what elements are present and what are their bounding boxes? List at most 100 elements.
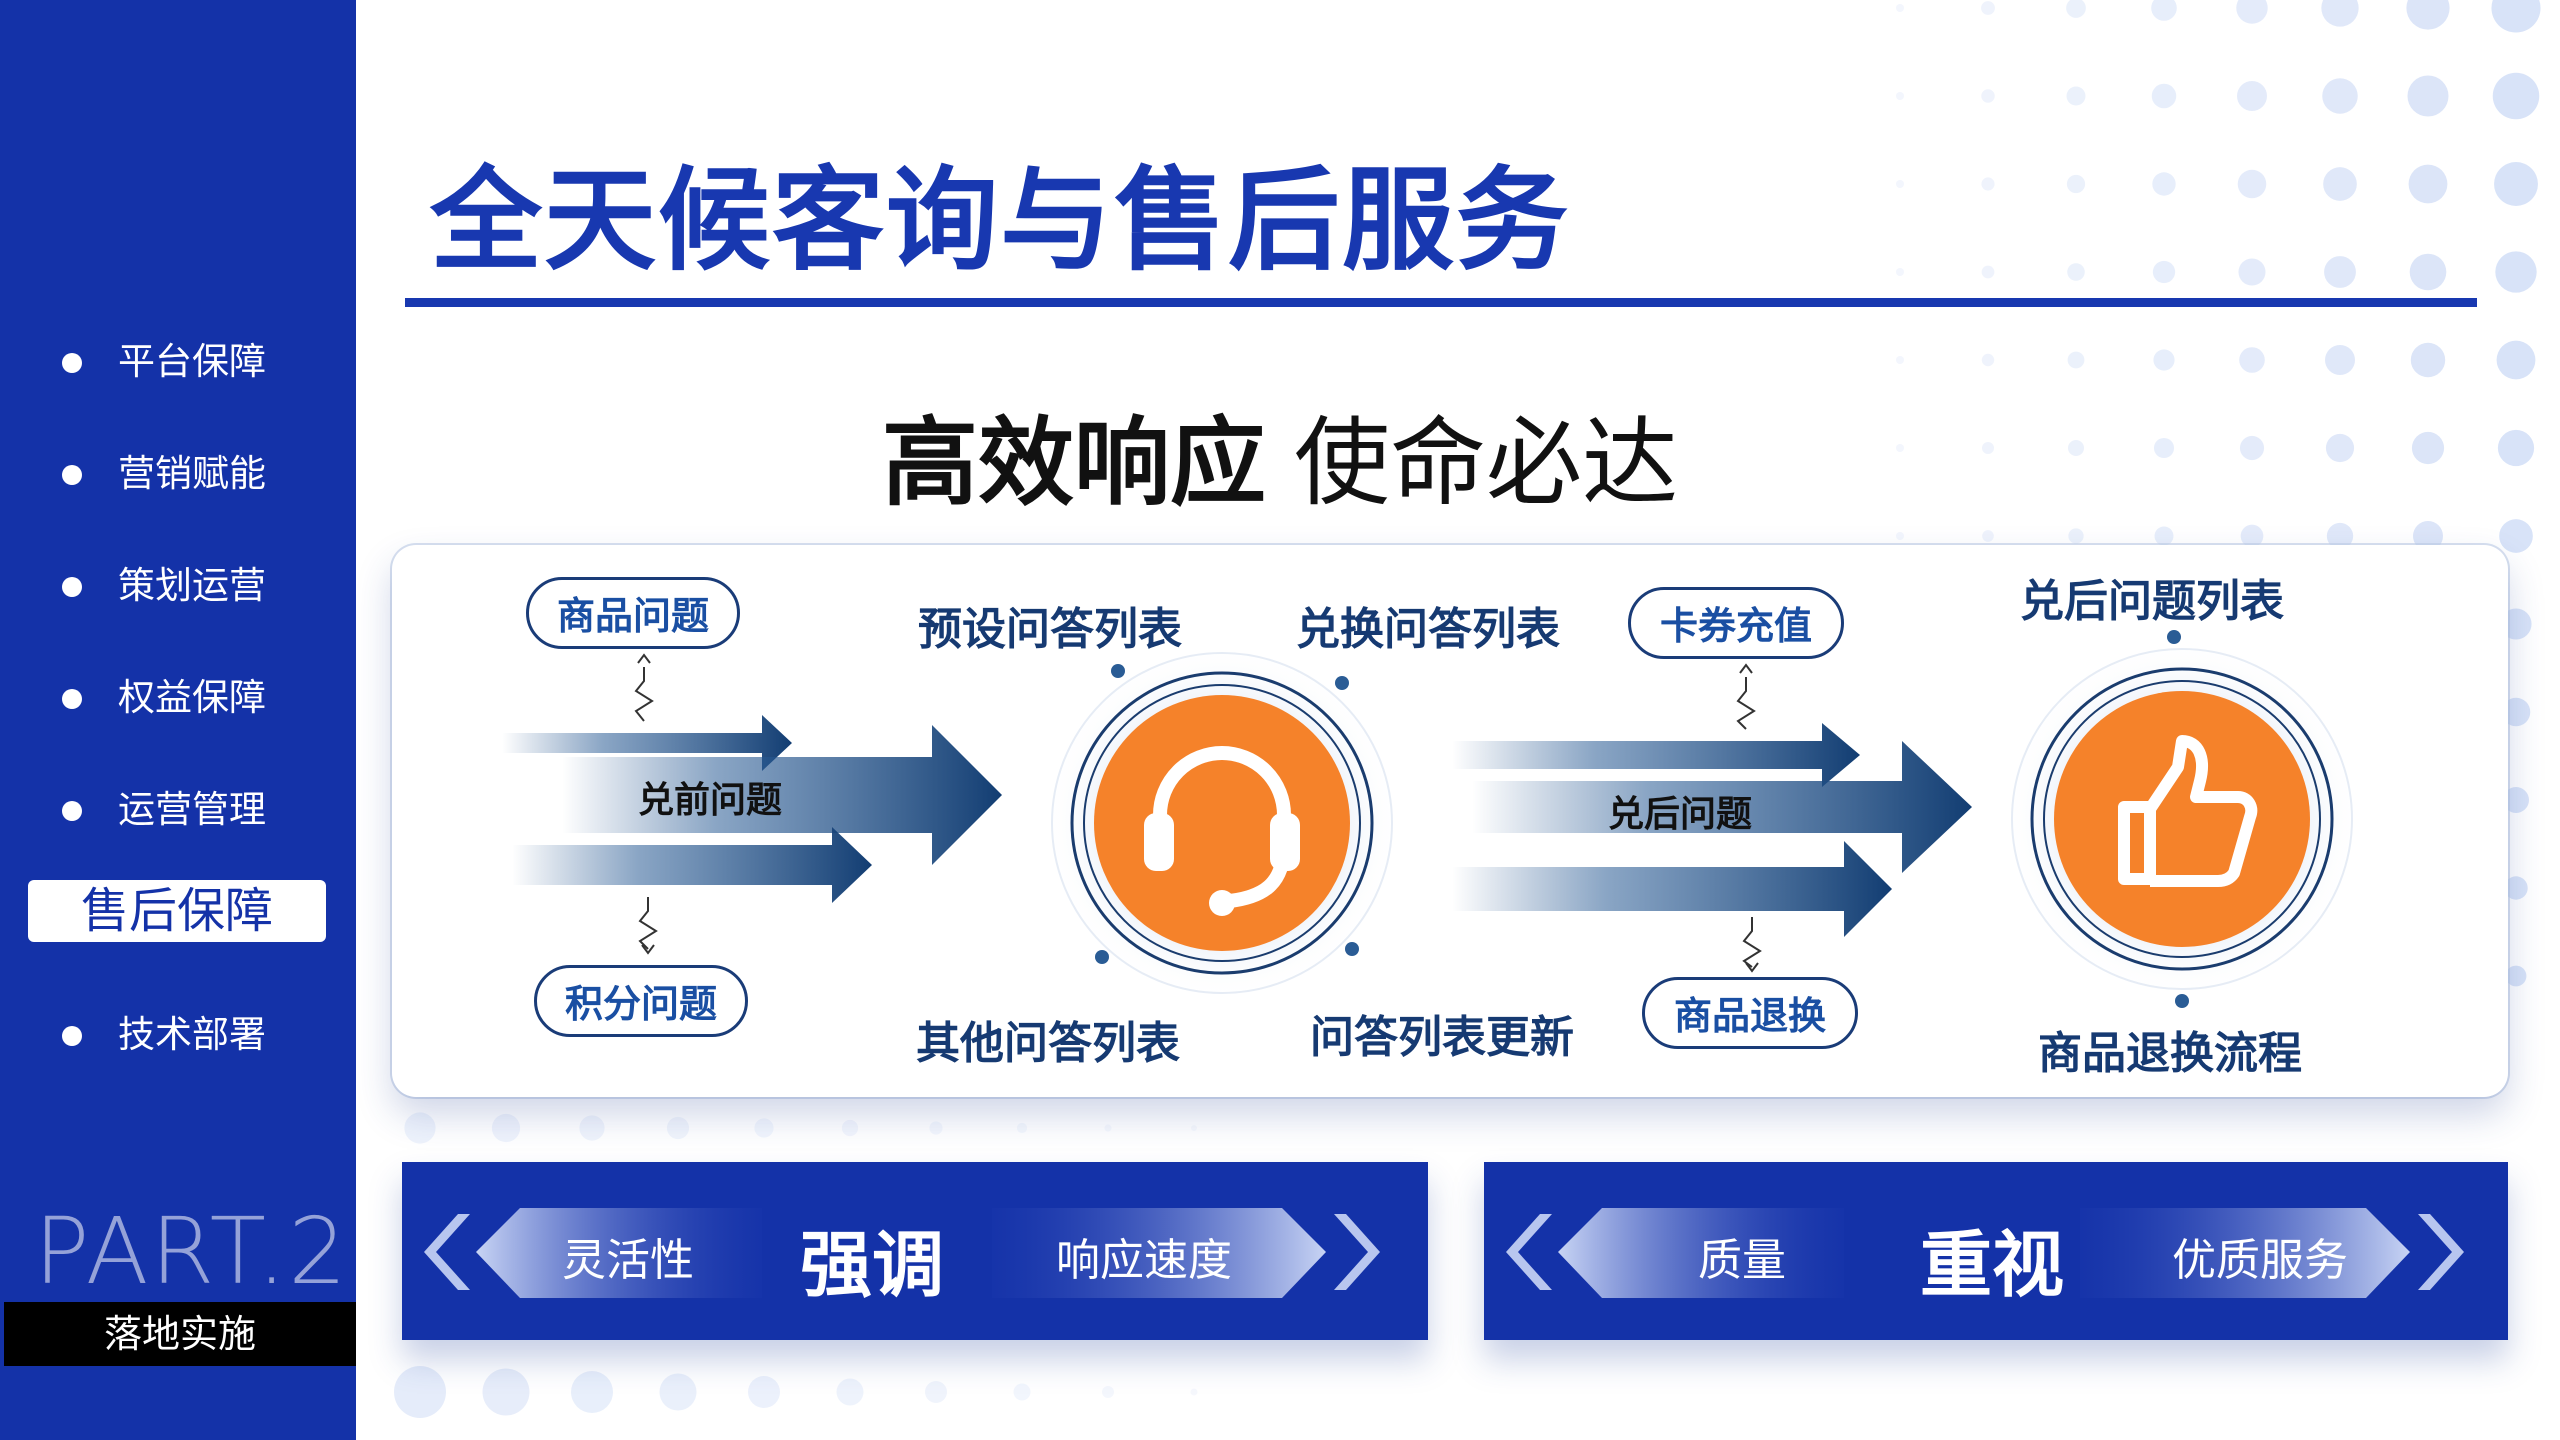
pre-sale-arrows — [502, 653, 1002, 955]
background-dot — [925, 1381, 947, 1403]
background-dot — [571, 1371, 613, 1413]
background-dot — [1190, 1388, 1198, 1396]
service-hub — [1044, 645, 1400, 1001]
emphasis-left-label: 灵活性 — [562, 1235, 694, 1286]
banner-arrow-graphic — [424, 1208, 1380, 1298]
background-dot — [754, 1118, 774, 1138]
background-dot — [1896, 92, 1904, 100]
hub-ring — [2030, 667, 2334, 971]
hub-dot — [1335, 676, 1349, 690]
arrow-shape — [1452, 841, 1892, 937]
sidebar-item-rights[interactable]: 权益保障 — [0, 668, 356, 728]
bullet-icon — [62, 689, 82, 709]
arrow-shape — [562, 725, 1002, 865]
sidebar-item-tech[interactable]: 技术部署 — [0, 1005, 356, 1065]
background-dot — [2413, 521, 2443, 551]
background-dot — [1981, 89, 1995, 103]
hub1-label-bottom-right: 问答列表更新 — [1310, 1012, 1574, 1063]
background-dot — [2068, 528, 2084, 544]
background-dot — [2494, 162, 2538, 206]
banner-arrow-graphic — [1506, 1208, 2464, 1298]
slogan-light: 使命必达 — [1294, 407, 1678, 519]
bullet-icon — [62, 353, 82, 373]
background-dot — [2067, 439, 2085, 457]
hub-ring — [1083, 684, 1361, 962]
background-dot — [2504, 876, 2528, 900]
background-dot — [2408, 164, 2448, 204]
hub-core — [2054, 691, 2310, 947]
sidebar-item-marketing[interactable]: 营销赋能 — [0, 444, 356, 504]
hub1-label-top-left: 预设问答列表 — [918, 604, 1182, 655]
background-dot — [1981, 441, 1995, 455]
sidebar-item-planning[interactable]: 策划运营 — [0, 556, 356, 616]
background-dot — [1981, 265, 1995, 279]
right-chevron-icon — [2418, 1214, 2464, 1290]
right-band — [2080, 1208, 2410, 1298]
sidebar-item-aftersales-active[interactable]: 售后保障 — [28, 880, 326, 942]
quality-left-label: 质量 — [1698, 1235, 1786, 1286]
background-dot — [748, 1376, 780, 1408]
slogan: 高效响应使命必达 — [0, 385, 2560, 524]
right-chevron-icon — [1334, 1214, 1380, 1290]
post-sale-arrows — [1452, 663, 1972, 973]
background-dot — [1896, 4, 1904, 12]
background-dot — [1896, 356, 1904, 364]
background-dot — [2237, 169, 2267, 199]
background-dot — [841, 1119, 859, 1137]
sidebar-item-operations[interactable]: 运营管理 — [0, 780, 356, 840]
background-dot — [2066, 86, 2086, 106]
left-band — [476, 1208, 762, 1298]
background-dot — [404, 1112, 436, 1144]
background-dot — [2492, 72, 2540, 120]
sidebar-item-label: 平台保障 — [118, 340, 266, 383]
part-title: PART.2 — [34, 1198, 349, 1305]
background-dot — [394, 1366, 446, 1418]
background-dot — [2496, 340, 2536, 380]
connector-line — [1745, 962, 1759, 973]
points-issue-tag: 积分问题 — [534, 965, 748, 1037]
background-dot — [1013, 1383, 1031, 1401]
emphasis-box: 灵活性 强调 响应速度 — [402, 1162, 1428, 1340]
background-dot — [491, 1113, 521, 1143]
hub1-label-bottom-left: 其他问答列表 — [916, 1018, 1180, 1069]
flow-diagram — [502, 630, 2360, 1008]
background-dot — [666, 1116, 690, 1140]
sidebar-item-label: 技术部署 — [118, 1013, 266, 1056]
connector-line — [1742, 917, 1762, 968]
background-dot — [2322, 78, 2358, 114]
background-dot — [2153, 349, 2175, 371]
background-dot — [1982, 530, 1994, 542]
hub2-label-top: 兑后问题列表 — [2020, 576, 2284, 627]
quality-center-label: 重视 — [1920, 1223, 2065, 1307]
quality-box: 质量 重视 优质服务 — [1484, 1162, 2508, 1340]
background-dot — [2067, 351, 2085, 369]
left-chevron-icon — [424, 1214, 470, 1290]
background-dot — [1896, 180, 1904, 188]
connector-line — [638, 897, 658, 950]
background-dot — [2491, 0, 2541, 33]
background-dot — [2407, 75, 2449, 117]
result-hub — [2004, 630, 2360, 1008]
background-dot — [2505, 965, 2527, 987]
hub-ring — [1051, 652, 1393, 994]
background-dot — [2324, 256, 2356, 288]
background-dot — [2411, 431, 2445, 465]
arrow-shape — [1452, 723, 1860, 787]
product-return-tag: 商品退换 — [1642, 977, 1858, 1049]
background-dot — [2152, 260, 2176, 284]
background-dot — [2239, 347, 2265, 373]
hub-core — [1094, 695, 1350, 951]
sidebar-item-platform[interactable]: 平台保障 — [0, 332, 356, 392]
quality-right-label: 优质服务 — [2172, 1235, 2348, 1286]
background-dot — [1016, 1122, 1028, 1134]
headset-earcup — [1270, 813, 1300, 871]
background-dot — [2321, 0, 2359, 27]
background-dot — [2409, 253, 2447, 291]
left-chevron-icon — [1506, 1214, 1552, 1290]
product-issue-tag: 商品问题 — [526, 577, 740, 649]
page-title: 全天候客询与售后服务 — [430, 156, 1570, 286]
post-sale-arrow-label: 兑后问题 — [1608, 794, 1753, 835]
background-dot — [2240, 524, 2264, 548]
background-dot — [2152, 172, 2176, 196]
background-dot — [1896, 532, 1904, 540]
